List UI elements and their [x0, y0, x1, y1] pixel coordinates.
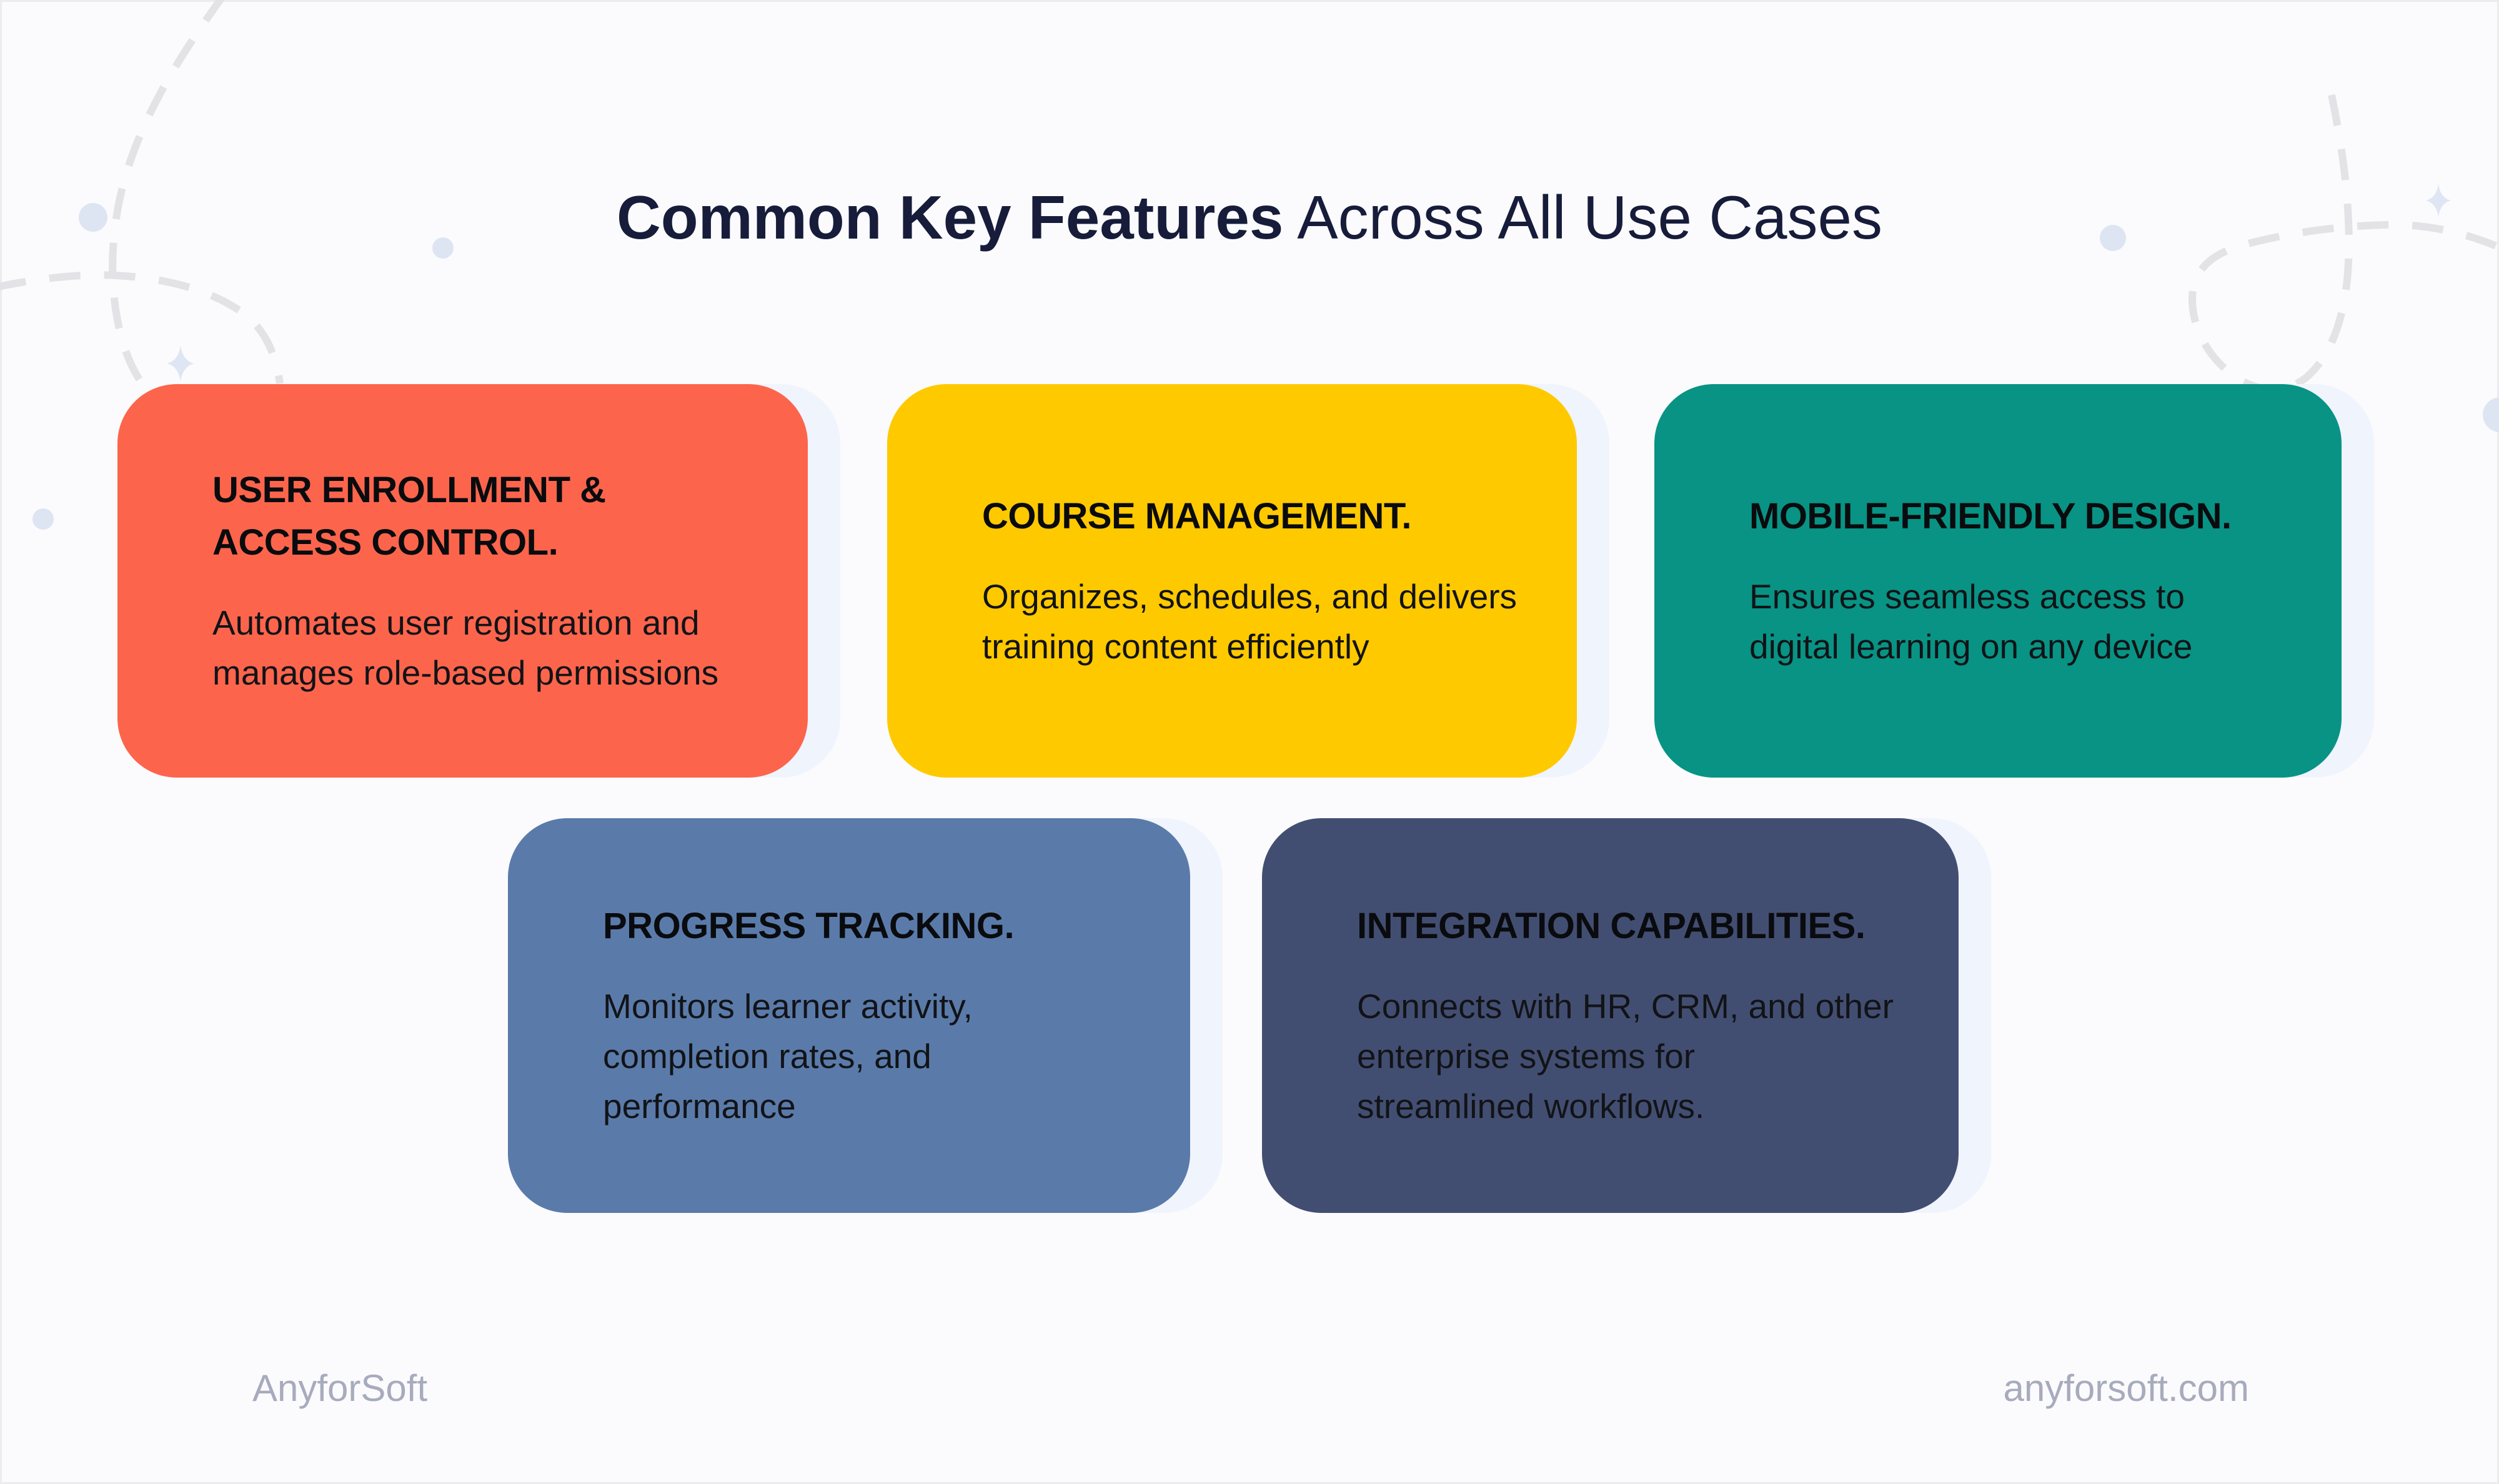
decor-dot [2100, 225, 2126, 251]
feature-card-user-enrollment: USER ENROLLMENT & ACCESS CONTROL. Automa… [117, 384, 840, 778]
card-heading: MOBILE-FRIENDLY DESIGN. [1749, 495, 2232, 537]
page-title: Common Key Features Across All Use Cases [0, 182, 2499, 253]
footer-website: anyforsoft.com [2003, 1367, 2250, 1409]
card-body: Automates user registration and manages … [212, 603, 719, 693]
dashed-curve-left [0, 271, 284, 384]
card-body: Monitors learner activity, completion ra… [603, 986, 973, 1126]
decor-dot [2483, 397, 2499, 432]
dashed-arc-top-left [109, 0, 225, 397]
card-body: Ensures seamless access to digital learn… [1749, 576, 2193, 666]
dashed-loop-right [2188, 94, 2499, 393]
sparkle-icon [167, 345, 194, 382]
page-title-bold: Common Key Features [617, 183, 1284, 252]
page-title-regular: Across All Use Cases [1283, 183, 1882, 252]
feature-card-mobile-friendly: MOBILE-FRIENDLY DESIGN. Ensures seamless… [1654, 384, 2374, 778]
decor-dot [32, 508, 54, 530]
card-body: Organizes, schedules, and delivers train… [982, 576, 1518, 666]
card-heading: USER ENROLLMENT & ACCESS CONTROL. [212, 469, 606, 563]
card-heading: PROGRESS TRACKING. [603, 905, 1015, 946]
feature-card-integration: INTEGRATION CAPABILITIES. Connects with … [1262, 818, 1991, 1213]
decor-dot [432, 237, 454, 259]
feature-card-progress-tracking: PROGRESS TRACKING. Monitors learner acti… [508, 818, 1223, 1213]
card-heading: COURSE MANAGEMENT. [982, 495, 1412, 537]
decor-dot [79, 203, 107, 232]
card-body: Connects with HR, CRM, and other enterpr… [1357, 986, 1894, 1126]
feature-card-course-management: COURSE MANAGEMENT. Organizes, schedules,… [887, 384, 1609, 778]
footer-brand: AnyforSoft [252, 1367, 428, 1409]
card-heading: INTEGRATION CAPABILITIES. [1357, 905, 1866, 946]
sparkle-icon [2425, 184, 2452, 217]
